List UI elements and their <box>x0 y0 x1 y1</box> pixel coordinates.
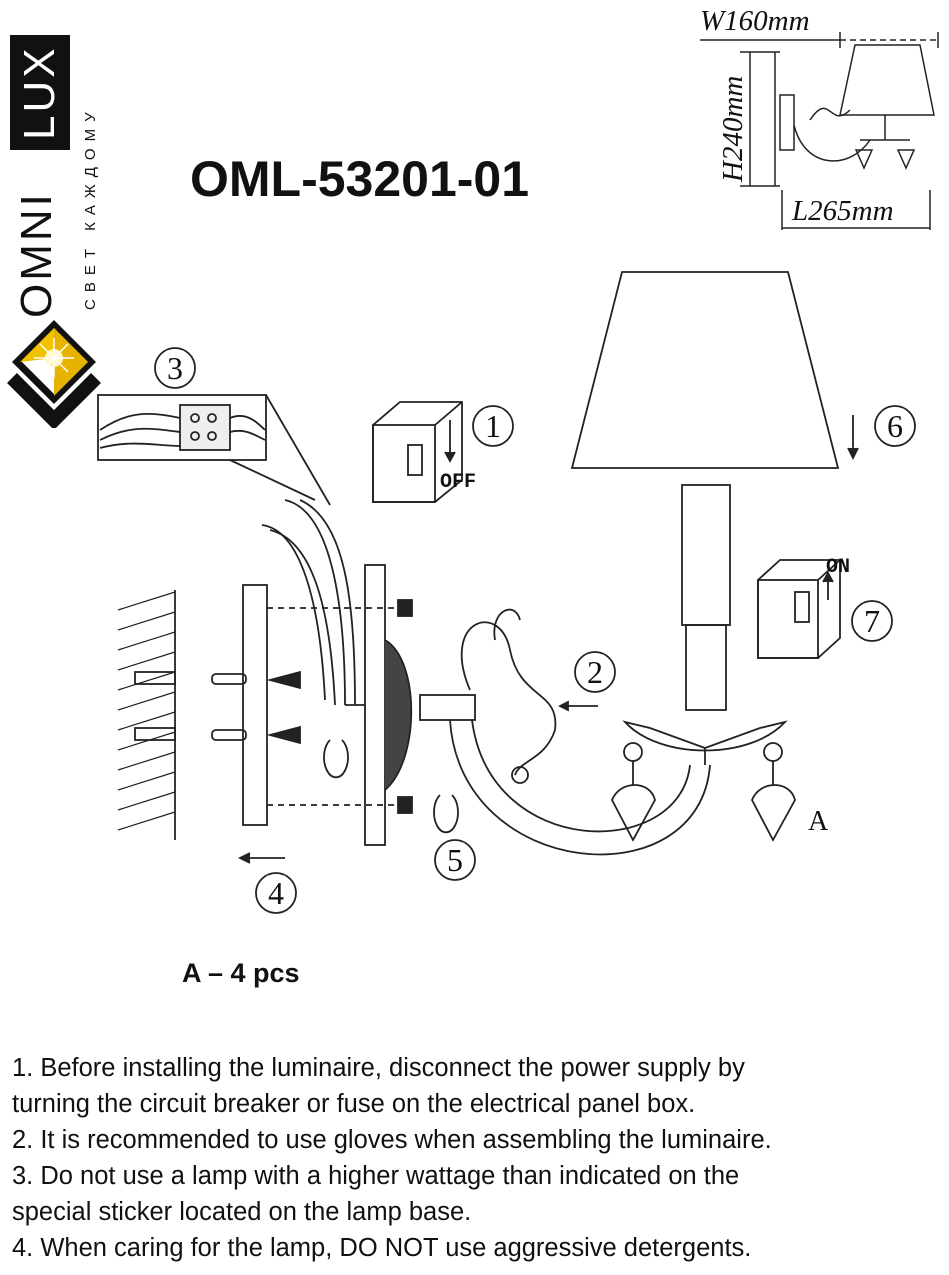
step-3-label: 3 <box>167 350 183 386</box>
candle-sleeve <box>681 484 731 626</box>
instruction-line: 2. It is recommended to use gloves when … <box>12 1126 772 1154</box>
mounting-plate <box>242 584 268 826</box>
brand-name-lux: LUX <box>10 35 70 150</box>
instruction-line: 1. Before installing the luminaire, disc… <box>12 1054 745 1082</box>
part-a-label: A <box>808 806 829 837</box>
dimension-length: L265mm <box>791 195 894 227</box>
assembly-diagram: 3 1 2 4 5 6 7 OFF ON A <box>97 271 916 914</box>
instruction-line: turning the circuit breaker or fuse on t… <box>12 1090 696 1118</box>
step-2-label: 2 <box>587 654 603 690</box>
crystal-drops <box>611 742 796 842</box>
lamp-shade <box>570 271 840 469</box>
step-5-label: 5 <box>447 842 463 878</box>
step-7-label: 7 <box>864 603 880 639</box>
model-title: OML-53201-01 <box>190 151 530 207</box>
instruction-line: 4. When caring for the lamp, DO NOT use … <box>12 1234 752 1262</box>
instructions-text: 1. Before installing the luminaire, disc… <box>12 1050 944 1266</box>
part-quantity: A – 4 pcs <box>182 958 300 988</box>
brand-sidebar: LUX OMNI СВЕТ КАЖДОМУ <box>0 0 110 430</box>
switch-off-label: OFF <box>440 471 476 494</box>
instruction-line: 3. Do not use a lamp with a higher watta… <box>12 1162 740 1190</box>
step-1-label: 1 <box>485 408 501 444</box>
terminal-block <box>99 404 266 451</box>
terminal-block-inset <box>97 394 267 461</box>
switch-on-label: ON <box>826 556 850 579</box>
step-6-label: 6 <box>887 408 903 444</box>
dimension-width: W160mm <box>700 5 810 37</box>
sun-diamond-icon <box>7 320 101 428</box>
dimension-height: H240mm <box>717 76 749 183</box>
instruction-line: special sticker located on the lamp base… <box>12 1198 472 1226</box>
step-4-label: 4 <box>268 875 284 911</box>
dimension-thumbnail: W160mm H240mm L265mm <box>700 5 939 230</box>
